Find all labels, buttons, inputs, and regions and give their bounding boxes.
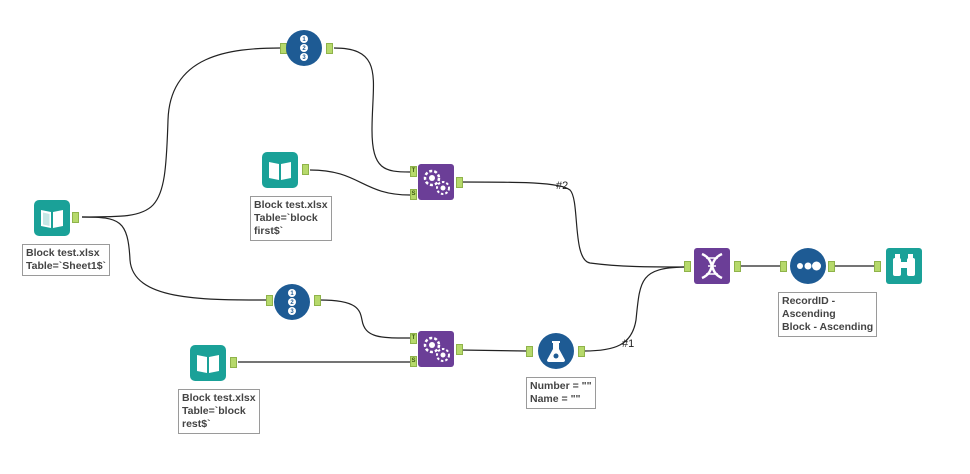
- output-anchor[interactable]: [230, 357, 237, 368]
- input-anchor-t[interactable]: T: [410, 166, 417, 177]
- tool-annotation: Block test.xlsx Table=`Sheet1$`: [22, 244, 111, 276]
- output-anchor[interactable]: [314, 295, 321, 306]
- binoculars-icon: [886, 248, 922, 284]
- numbered-list-icon: 1 2 3: [274, 284, 310, 320]
- output-anchor[interactable]: [456, 177, 463, 188]
- connection-label-bottom: #1: [622, 338, 635, 350]
- input-anchor[interactable]: [780, 261, 787, 272]
- input-anchor[interactable]: [874, 261, 881, 272]
- input-anchor-t[interactable]: T: [410, 333, 417, 344]
- output-anchor[interactable]: [734, 261, 741, 272]
- tool-annotation: Number = "" Name = "": [526, 377, 596, 409]
- input-data-tool-sheet1[interactable]: [34, 200, 70, 236]
- svg-text:3: 3: [290, 309, 294, 315]
- output-anchor[interactable]: [302, 164, 309, 175]
- book-icon: [190, 345, 226, 381]
- svg-text:3: 3: [302, 55, 306, 61]
- input-anchor[interactable]: [266, 295, 273, 306]
- connection-wire[interactable]: [309, 169, 411, 196]
- connection-wire[interactable]: [81, 216, 267, 301]
- input-anchor[interactable]: [526, 346, 533, 357]
- union-tool[interactable]: [694, 248, 730, 284]
- connection-wire[interactable]: [583, 266, 685, 352]
- output-anchor[interactable]: [456, 344, 463, 355]
- connection-wire[interactable]: [459, 181, 685, 268]
- connection-wire[interactable]: [333, 47, 411, 173]
- tool-annotation: Block test.xlsx Table=`block rest$`: [178, 389, 260, 434]
- input-data-tool-block-first[interactable]: [262, 152, 298, 188]
- dots-icon: [790, 248, 826, 284]
- numbered-list-icon: 1 2 3: [286, 30, 322, 66]
- input-anchor-s[interactable]: S: [410, 189, 417, 200]
- dynamic-replace-tool-bottom[interactable]: [418, 331, 454, 367]
- tool-annotation: Block test.xlsx Table=`block first$`: [250, 196, 332, 241]
- record-id-tool-bottom[interactable]: 1 2 3: [274, 284, 310, 320]
- sort-tool[interactable]: [790, 248, 826, 284]
- output-anchor[interactable]: [578, 346, 585, 357]
- book-icon: [262, 152, 298, 188]
- tool-annotation: RecordID - Ascending Block - Ascending: [778, 292, 878, 337]
- output-anchor[interactable]: [828, 261, 835, 272]
- svg-text:1: 1: [290, 291, 294, 297]
- connection-wire[interactable]: [81, 47, 281, 218]
- gears-icon: [418, 331, 454, 367]
- input-anchor[interactable]: [684, 261, 691, 272]
- dna-icon: [694, 248, 730, 284]
- formula-tool[interactable]: [538, 333, 574, 369]
- browse-tool[interactable]: [886, 248, 922, 284]
- connection-wire[interactable]: [459, 349, 527, 352]
- record-id-tool-top[interactable]: 1 2 3: [286, 30, 322, 66]
- dynamic-replace-tool-top[interactable]: [418, 164, 454, 200]
- svg-text:1: 1: [302, 37, 306, 43]
- book-icon: [34, 200, 70, 236]
- output-anchor[interactable]: [326, 43, 333, 54]
- input-data-tool-block-rest[interactable]: [190, 345, 226, 381]
- input-anchor-s[interactable]: S: [410, 356, 417, 367]
- connection-wire[interactable]: [319, 299, 411, 339]
- flask-icon: [538, 333, 574, 369]
- output-anchor[interactable]: [72, 212, 79, 223]
- connection-label-top: #2: [556, 180, 569, 192]
- svg-text:2: 2: [302, 46, 306, 52]
- gears-icon: [418, 164, 454, 200]
- svg-text:2: 2: [290, 300, 294, 306]
